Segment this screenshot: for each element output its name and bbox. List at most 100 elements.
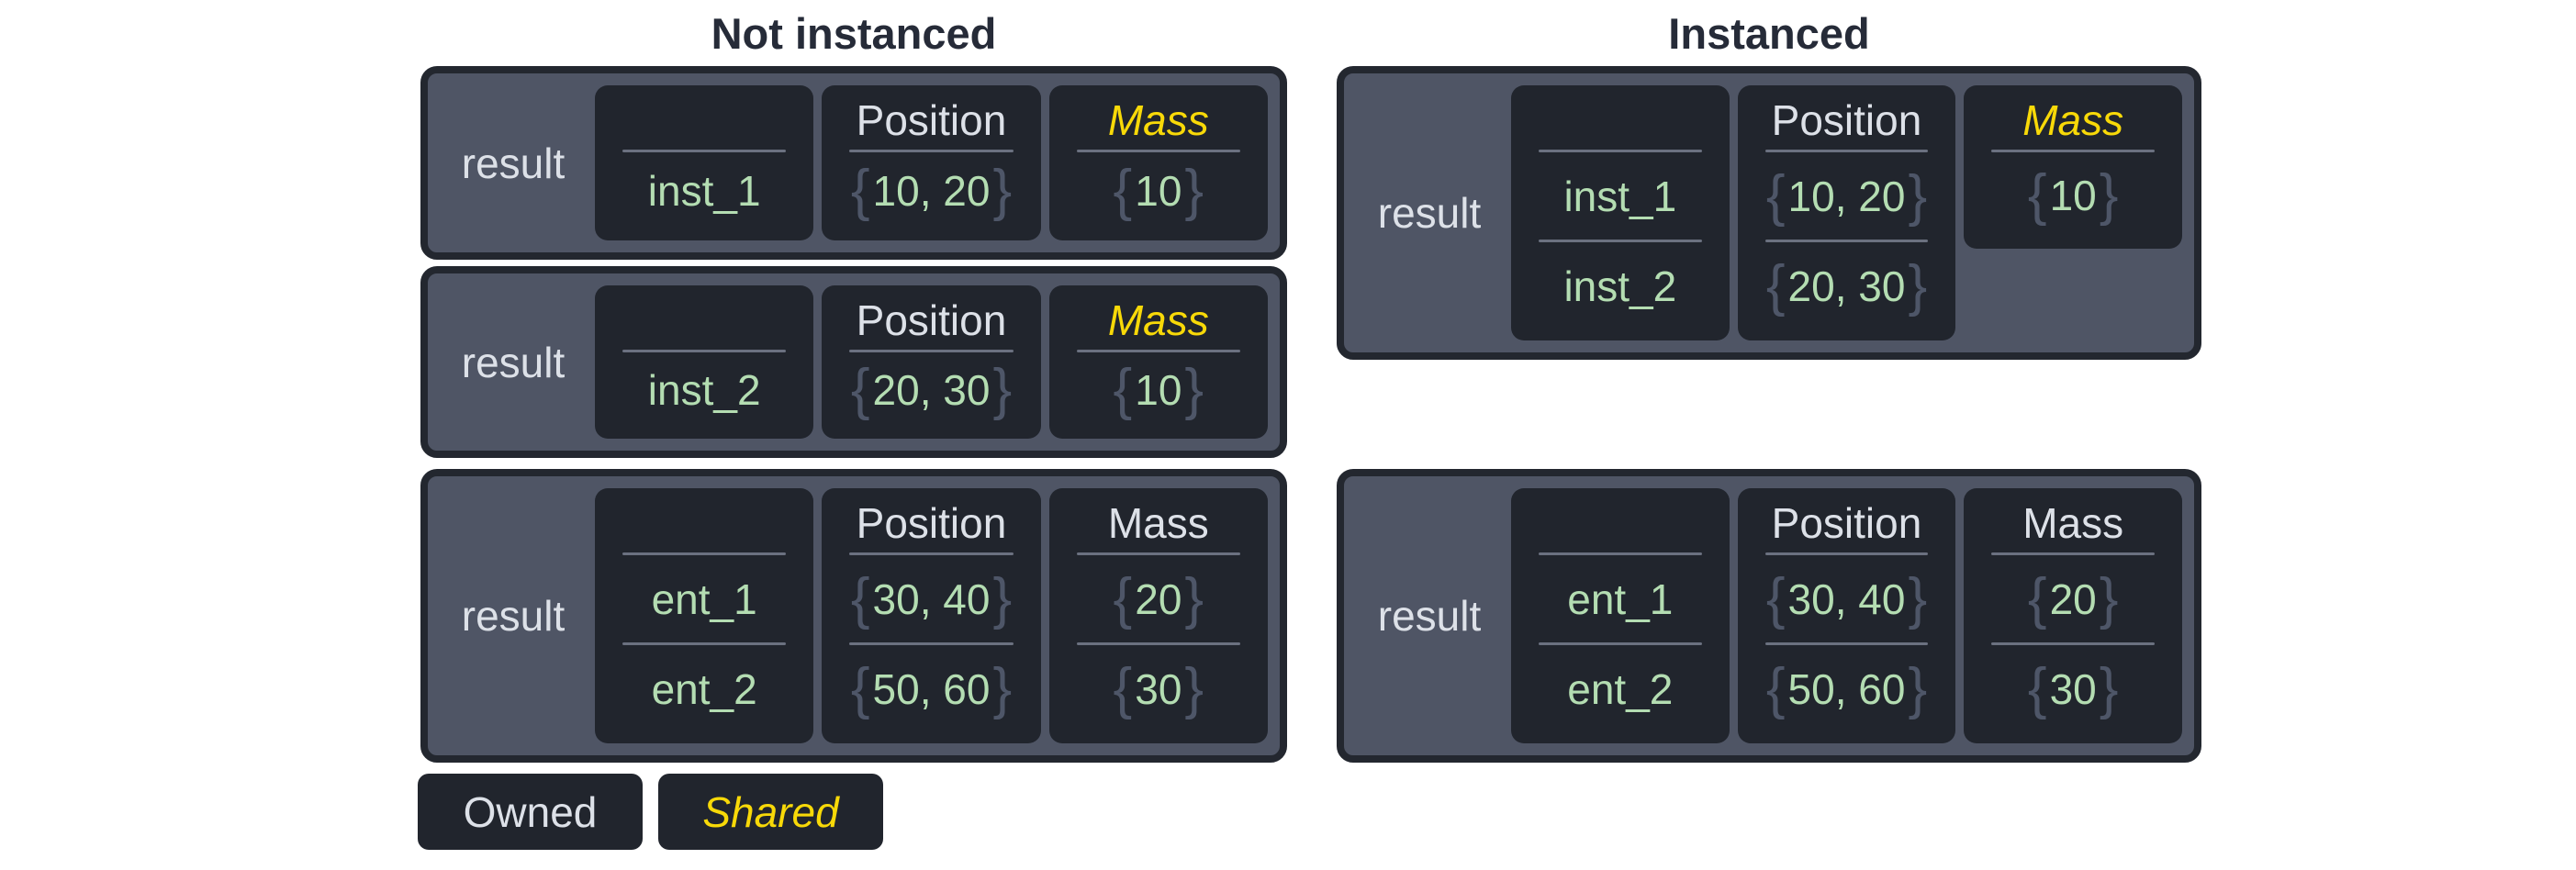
value-text: ent_1	[1567, 574, 1674, 623]
column-header: Position	[1771, 499, 1922, 547]
close-brace: }	[2099, 162, 2119, 227]
row-divider	[1764, 642, 1929, 645]
component-value: {10, 20}	[1738, 152, 1956, 240]
value-text: 10, 20	[872, 167, 991, 215]
value-text: 20, 30	[1787, 262, 1906, 310]
value-text: 10	[1135, 167, 1182, 215]
position-column: Position{20, 30}	[822, 285, 1041, 439]
open-brace: {	[1765, 163, 1786, 228]
component-value: {50, 60}	[1738, 645, 1956, 732]
result-label: result	[461, 338, 566, 386]
entity-name: ent_1	[595, 555, 813, 642]
value-text: 10, 20	[1787, 172, 1906, 220]
entity-name: ent_1	[1511, 555, 1730, 642]
open-brace: {	[1113, 656, 1133, 720]
row-divider	[1991, 642, 2156, 645]
close-brace: }	[992, 159, 1013, 222]
legend-owned: Owned	[418, 774, 643, 850]
close-brace: }	[1908, 656, 1928, 720]
component-value: {20, 30}	[1738, 242, 1956, 329]
row-divider	[1539, 552, 1702, 555]
component-value: {10}	[1964, 152, 2182, 238]
column-header: Mass	[1107, 296, 1209, 344]
open-brace: {	[1113, 566, 1133, 630]
result-label: result	[1377, 189, 1482, 237]
value-text: 10	[2049, 171, 2097, 219]
row-divider	[849, 642, 1014, 645]
column-header	[595, 91, 813, 150]
open-brace: {	[2027, 656, 2047, 720]
value-text: 30	[1135, 664, 1182, 713]
value-text: 50, 60	[872, 664, 991, 713]
mass-column: Mass {10}	[1964, 85, 2183, 249]
entity-name: ent_2	[1511, 645, 1730, 732]
legend: Owned Shared	[418, 774, 883, 850]
close-brace: }	[992, 358, 1013, 421]
row-divider	[1764, 240, 1929, 242]
row-divider	[1076, 552, 1240, 555]
row-divider	[1764, 552, 1929, 555]
close-brace: }	[1184, 656, 1204, 720]
section-title-instanced: Instanced	[1668, 9, 1870, 58]
value-text: 20, 30	[872, 366, 991, 414]
component-value: {50, 60}	[822, 645, 1040, 732]
column-header	[1511, 494, 1730, 552]
row-divider	[1991, 150, 2156, 152]
component-value: {30, 40}	[822, 555, 1040, 642]
value-text: 30	[2049, 664, 2097, 713]
row-divider	[1991, 552, 2156, 555]
row-divider	[622, 350, 787, 352]
close-brace: }	[2099, 566, 2119, 630]
component-value: {20}	[1049, 555, 1268, 642]
value-text: 10	[1135, 366, 1182, 414]
row-divider	[1076, 350, 1240, 352]
value-text: 50, 60	[1787, 664, 1906, 713]
column-header: Position	[1771, 96, 1922, 144]
component-value: {30, 40}	[1738, 555, 1956, 642]
position-column: Position{30, 40}{50, 60}	[1737, 488, 1956, 743]
entity-column: inst_2	[595, 285, 814, 439]
column-header	[595, 291, 813, 350]
open-brace: {	[1765, 566, 1786, 630]
column-header: Mass	[2022, 499, 2124, 547]
close-brace: }	[1908, 566, 1928, 630]
component-value: {10, 20}	[822, 152, 1040, 229]
position-column: Position {10, 20}	[822, 85, 1041, 240]
entity-name: inst_2	[595, 352, 813, 428]
entity-name: inst_2	[1511, 242, 1730, 329]
close-brace: }	[1184, 566, 1204, 630]
open-brace: {	[2027, 162, 2047, 227]
value-text: 30, 40	[1787, 574, 1906, 623]
component-value: {30}	[1049, 645, 1268, 732]
legend-shared: Shared	[658, 774, 883, 850]
entity-name: ent_2	[595, 645, 813, 732]
open-brace: {	[850, 358, 870, 421]
value-text: ent_2	[1567, 664, 1674, 713]
open-brace: {	[850, 566, 870, 630]
section-title-not-instanced: Not instanced	[711, 9, 997, 58]
open-brace: {	[850, 656, 870, 720]
row-divider	[1539, 240, 1702, 242]
entity-name: inst_1	[1511, 152, 1730, 240]
close-brace: }	[1908, 163, 1928, 228]
close-brace: }	[2099, 656, 2119, 720]
row-divider	[1539, 642, 1702, 645]
entity-column: inst_1 inst_2	[1511, 85, 1730, 340]
column-header: Position	[856, 96, 1007, 144]
column-header: Mass	[2022, 96, 2124, 144]
row-divider	[622, 642, 787, 645]
row-divider	[622, 150, 787, 152]
open-brace: {	[1765, 656, 1786, 720]
row-divider	[849, 150, 1014, 152]
open-brace: {	[850, 159, 870, 222]
value-text: inst_2	[1563, 262, 1677, 310]
value-text: inst_1	[1563, 172, 1677, 220]
component-value: {10}	[1049, 352, 1268, 428]
value-text: 20	[2049, 574, 2097, 623]
component-value: {20}	[1964, 555, 2182, 642]
